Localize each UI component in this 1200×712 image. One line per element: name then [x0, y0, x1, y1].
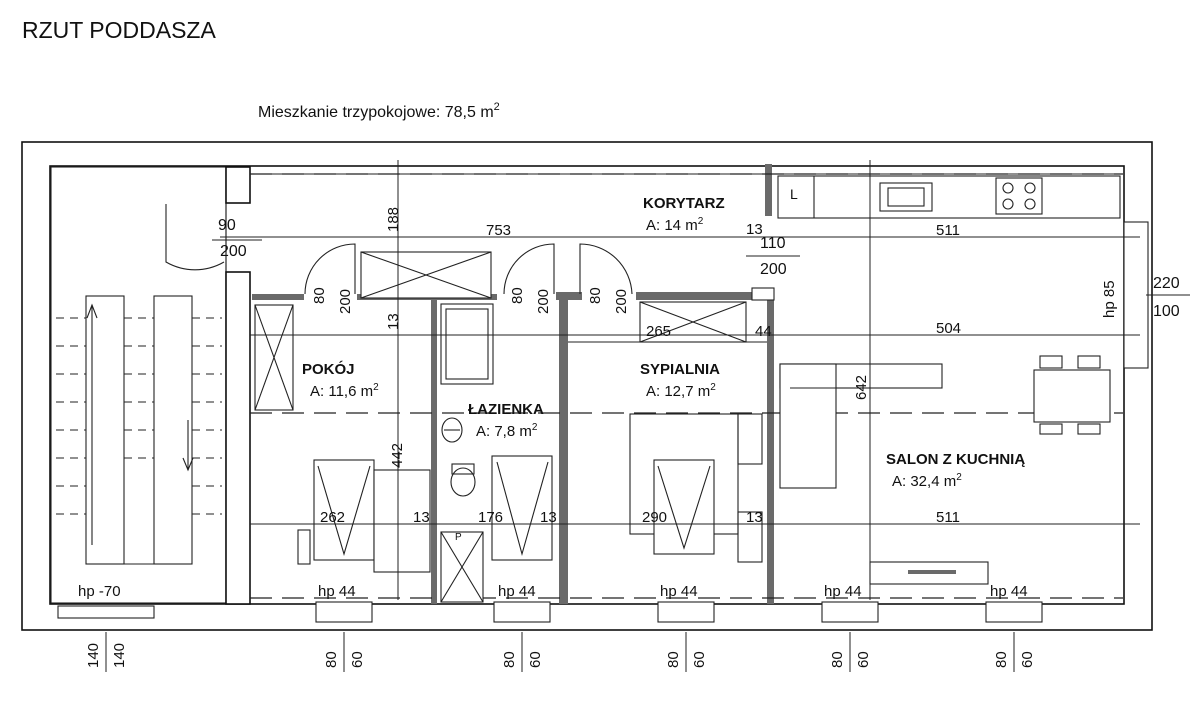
dim-value: 442 [389, 443, 406, 468]
door-dim: 200 [337, 289, 354, 314]
room-name-salon: SALON Z KUCHNIĄ [886, 451, 1025, 468]
room-area-sypialnia: A: 12,7 m2 [646, 382, 716, 400]
door-dim: 80 [587, 287, 604, 304]
window-hp: hp 44 [318, 583, 356, 600]
vertical-dimension-numbers: 188 13 442 642 hp 85 80 200 80 200 80 20… [311, 207, 1118, 468]
dim-value: 262 [320, 509, 345, 526]
dim-value: 504 [936, 320, 961, 337]
apartment-area: Mieszkanie trzypokojowe: 78,5 m2 [258, 101, 500, 121]
window-dim-b: 60 [691, 651, 708, 668]
door-dim: 80 [509, 287, 526, 304]
dim-value: hp 85 [1101, 280, 1118, 318]
windows [57, 221, 1149, 623]
dim-value: 13 [746, 221, 763, 238]
room-name-sypialnia: SYPIALNIA [640, 361, 720, 378]
window-dim-a: 80 [501, 651, 518, 668]
window-dim-b: 60 [527, 651, 544, 668]
window-dim-a: 80 [665, 651, 682, 668]
dim-value: 290 [642, 509, 667, 526]
window-dim-a: 80 [829, 651, 846, 668]
dim-value: 511 [936, 222, 960, 239]
window-hp: hp 44 [498, 583, 536, 600]
door-height: 200 [220, 243, 247, 260]
dim-value: 642 [853, 375, 870, 400]
door-width: 110 [760, 235, 786, 252]
room-name-lazienka: ŁAZIENKA [468, 401, 544, 418]
window-width: 220 [1153, 275, 1180, 292]
dim-value: 188 [385, 207, 402, 232]
dim-value: 13 [385, 313, 402, 330]
room-area-pokoj: A: 11,6 m2 [310, 382, 379, 400]
dim-value: 13 [413, 509, 430, 526]
room-name-pokoj: POKÓJ [302, 360, 355, 378]
room-area-korytarz: A: 14 m2 [646, 216, 704, 234]
window-height: 100 [1153, 303, 1180, 320]
dim-value: 176 [478, 509, 503, 526]
window-hp: hp 44 [660, 583, 698, 600]
dimension-numbers: 753 511 13 504 265 44 262 13 176 13 290 … [320, 221, 961, 526]
window-hp: hp 44 [990, 583, 1028, 600]
dim-value: 13 [540, 509, 557, 526]
label-p: P [455, 532, 462, 543]
dim-value: 44 [755, 323, 772, 340]
door-size-labels: 90 200 110 200 220 100 [218, 217, 1190, 320]
roof-lines [250, 173, 1123, 599]
bathroom-fixtures: P [440, 303, 494, 603]
door-dim: 200 [535, 289, 552, 314]
door-dim: 80 [311, 287, 328, 304]
window-dim-a: 140 [85, 643, 102, 668]
room-labels: KORYTARZ A: 14 m2 POKÓJ A: 11,6 m2 ŁAZIE… [302, 195, 1025, 490]
room-area-lazienka: A: 7,8 m2 [476, 422, 538, 440]
window-dim-b: 60 [1019, 651, 1036, 668]
door-dim: 200 [613, 289, 630, 314]
window-dim-b: 140 [111, 643, 128, 668]
doors [165, 204, 633, 295]
label-l: L [790, 186, 798, 202]
window-dim-a: 80 [323, 651, 340, 668]
window-dim-b: 60 [855, 651, 872, 668]
room-area-salon: A: 32,4 m2 [892, 472, 962, 490]
room-name-korytarz: KORYTARZ [643, 195, 725, 212]
door-height: 200 [760, 261, 787, 278]
dim-value: 511 [936, 509, 960, 526]
furniture [297, 355, 1111, 585]
window-hp-labels: hp -70 hp 44 hp 44 hp 44 hp 44 hp 44 [78, 583, 1028, 600]
window-size-labels: 140 140 80 60 80 60 80 60 80 60 80 60 [85, 632, 1036, 672]
dim-value: 13 [746, 509, 763, 526]
window-dim-a: 80 [993, 651, 1010, 668]
door-width: 90 [218, 217, 236, 234]
window-hp: hp 44 [824, 583, 862, 600]
dim-value: 265 [646, 323, 671, 340]
window-dim-b: 60 [349, 651, 366, 668]
dimension-lines [212, 160, 1140, 600]
dim-value: 753 [486, 222, 511, 239]
kitchen: L [777, 175, 1121, 219]
plan-title: RZUT PODDASZA [22, 17, 216, 43]
window-hp: hp -70 [78, 583, 121, 600]
